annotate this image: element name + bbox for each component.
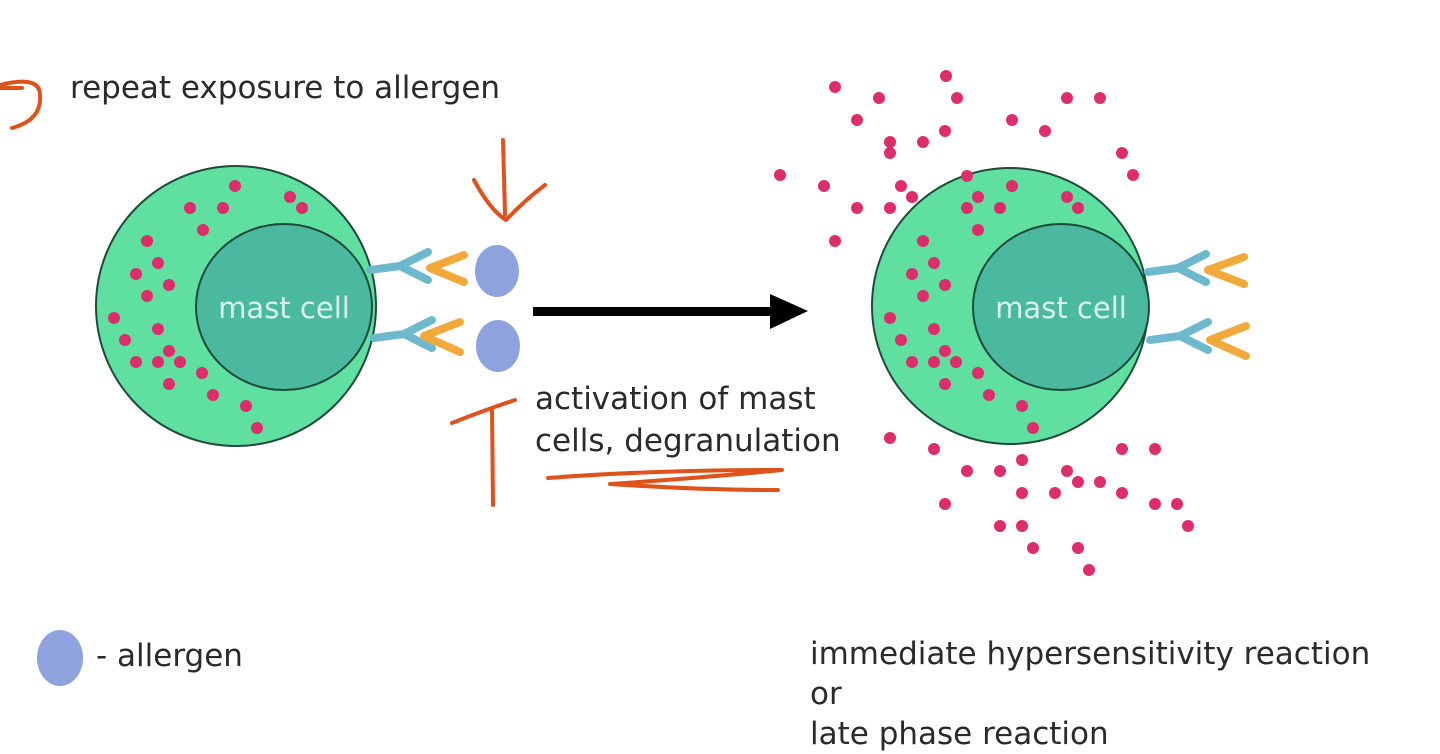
- annotation-marks: [0, 79, 784, 507]
- right-inner-granules: [884, 170, 1084, 434]
- left-antibody-lower: [370, 316, 464, 356]
- activation-label: activation of mast cells, degranulation: [535, 378, 841, 462]
- right-nucleus: [972, 223, 1150, 391]
- right-antibody-upper: [1144, 250, 1248, 288]
- allergen-lower: [476, 320, 520, 372]
- right-mast-cell: mast cell: [871, 167, 1150, 445]
- left-antibody-upper: [366, 248, 468, 286]
- annotation-bracket: [0, 79, 43, 130]
- allergens: [475, 245, 520, 372]
- allergen-upper: [475, 245, 519, 297]
- activation-line-1: activation of mast: [535, 381, 816, 417]
- activation-line-2: cells, degranulation: [535, 423, 841, 459]
- underline-annotation: [546, 468, 784, 492]
- outcome-label: immediate hypersensitivity reaction or l…: [810, 634, 1370, 754]
- right-cell-label: mast cell: [995, 291, 1127, 325]
- left-cell-label: mast cell: [218, 291, 350, 325]
- activation-arrow: [533, 294, 808, 329]
- outcome-line-2: or: [810, 676, 842, 712]
- left-mast-cell: mast cell: [95, 165, 377, 447]
- left-nucleus: [195, 223, 373, 391]
- released-granules: [774, 70, 1194, 576]
- legend-allergen-swatch: [37, 630, 83, 686]
- up-arrow-annotation: [450, 398, 517, 507]
- outcome-line-3: late phase reaction: [810, 716, 1109, 752]
- repeat-exposure-label: repeat exposure to allergen: [70, 70, 501, 106]
- outcome-line-1: immediate hypersensitivity reaction: [810, 636, 1371, 672]
- right-antibody-lower: [1146, 318, 1250, 360]
- right-antibodies: [1144, 250, 1250, 360]
- legend-allergen-label: - allergen: [96, 638, 243, 674]
- left-antibodies: [366, 248, 468, 356]
- down-arrow-annotation: [472, 138, 547, 222]
- left-granules: [108, 180, 308, 434]
